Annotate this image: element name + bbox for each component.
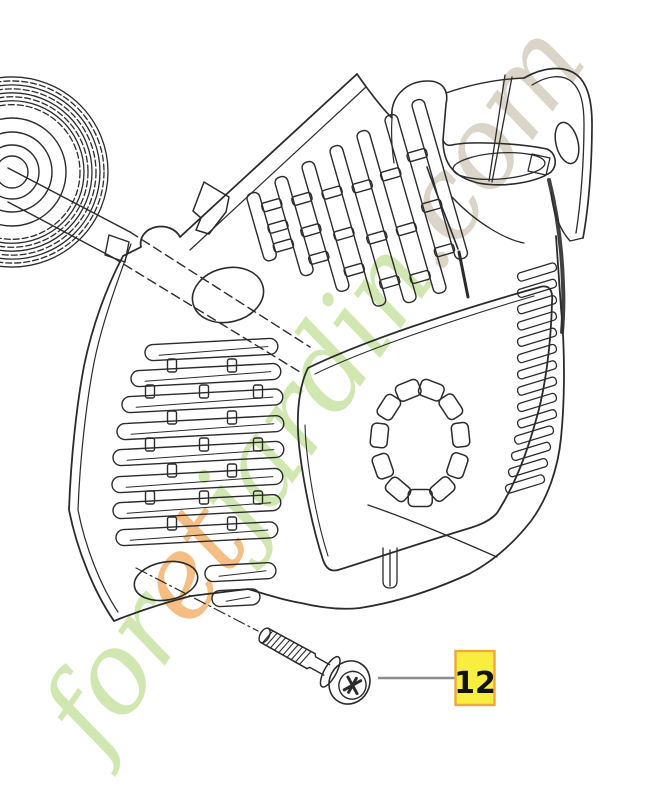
edge-foot — [104, 234, 130, 263]
recoil-pulley-drawing — [0, 76, 109, 268]
handle-piece-inner — [531, 76, 585, 234]
mount-ear-fold — [200, 207, 212, 219]
axis-line-dashed — [129, 231, 311, 348]
front-panel-inner-left — [304, 424, 329, 557]
fan-vent-petal-ring — [369, 378, 471, 508]
mount-ear — [192, 181, 230, 235]
watermark: foretjardin.com — [12, 2, 610, 779]
handle-piece-outer — [523, 67, 593, 239]
mount-hole-oval-lower — [133, 560, 199, 602]
axis-line — [7, 167, 131, 233]
screw-head — [328, 660, 371, 705]
bowl-underside — [451, 196, 525, 244]
screw-thread-hatching — [261, 630, 312, 665]
rope-guide — [527, 153, 551, 176]
center-crease — [426, 166, 459, 250]
top-ventilation-grille — [246, 98, 469, 307]
right-crease-shadow — [547, 178, 566, 334]
front-panel-outline — [296, 285, 554, 572]
starter-rope — [488, 74, 513, 183]
axis-line — [7, 201, 113, 258]
assembly-axis-lines — [7, 167, 311, 373]
screw-flange — [319, 655, 341, 688]
screw-thread-outline — [259, 627, 316, 670]
callout-number: 12 — [454, 666, 496, 701]
screw-axis-line — [135, 567, 259, 632]
recess-bowl — [442, 139, 556, 186]
screw-drawing — [258, 627, 371, 705]
left-ventilation-grille — [111, 337, 285, 608]
screw-shank — [306, 653, 331, 676]
recess-hood-top — [445, 77, 525, 94]
callout-box[interactable] — [454, 649, 496, 707]
hood-left-drop — [391, 117, 395, 164]
front-panel-inner-top — [314, 295, 535, 375]
panel-bottom-tab — [382, 547, 398, 589]
recess-bowl-seat — [452, 151, 546, 181]
bottom-rim-line — [367, 504, 498, 558]
starter-cover-drawing — [68, 67, 593, 622]
part-number-callout[interactable]: 12 — [454, 649, 496, 707]
screw-head-face — [338, 670, 367, 700]
watermark-text: foretjardin.com — [12, 2, 610, 779]
cover-rim-inner — [77, 243, 132, 613]
torx-slots — [342, 675, 363, 696]
mount-hole-oval-upper — [191, 266, 265, 324]
handle-hole — [554, 121, 580, 165]
right-ventilation-grille — [504, 262, 558, 494]
recess-hood — [356, 73, 448, 141]
axis-line-dashed — [111, 256, 301, 373]
